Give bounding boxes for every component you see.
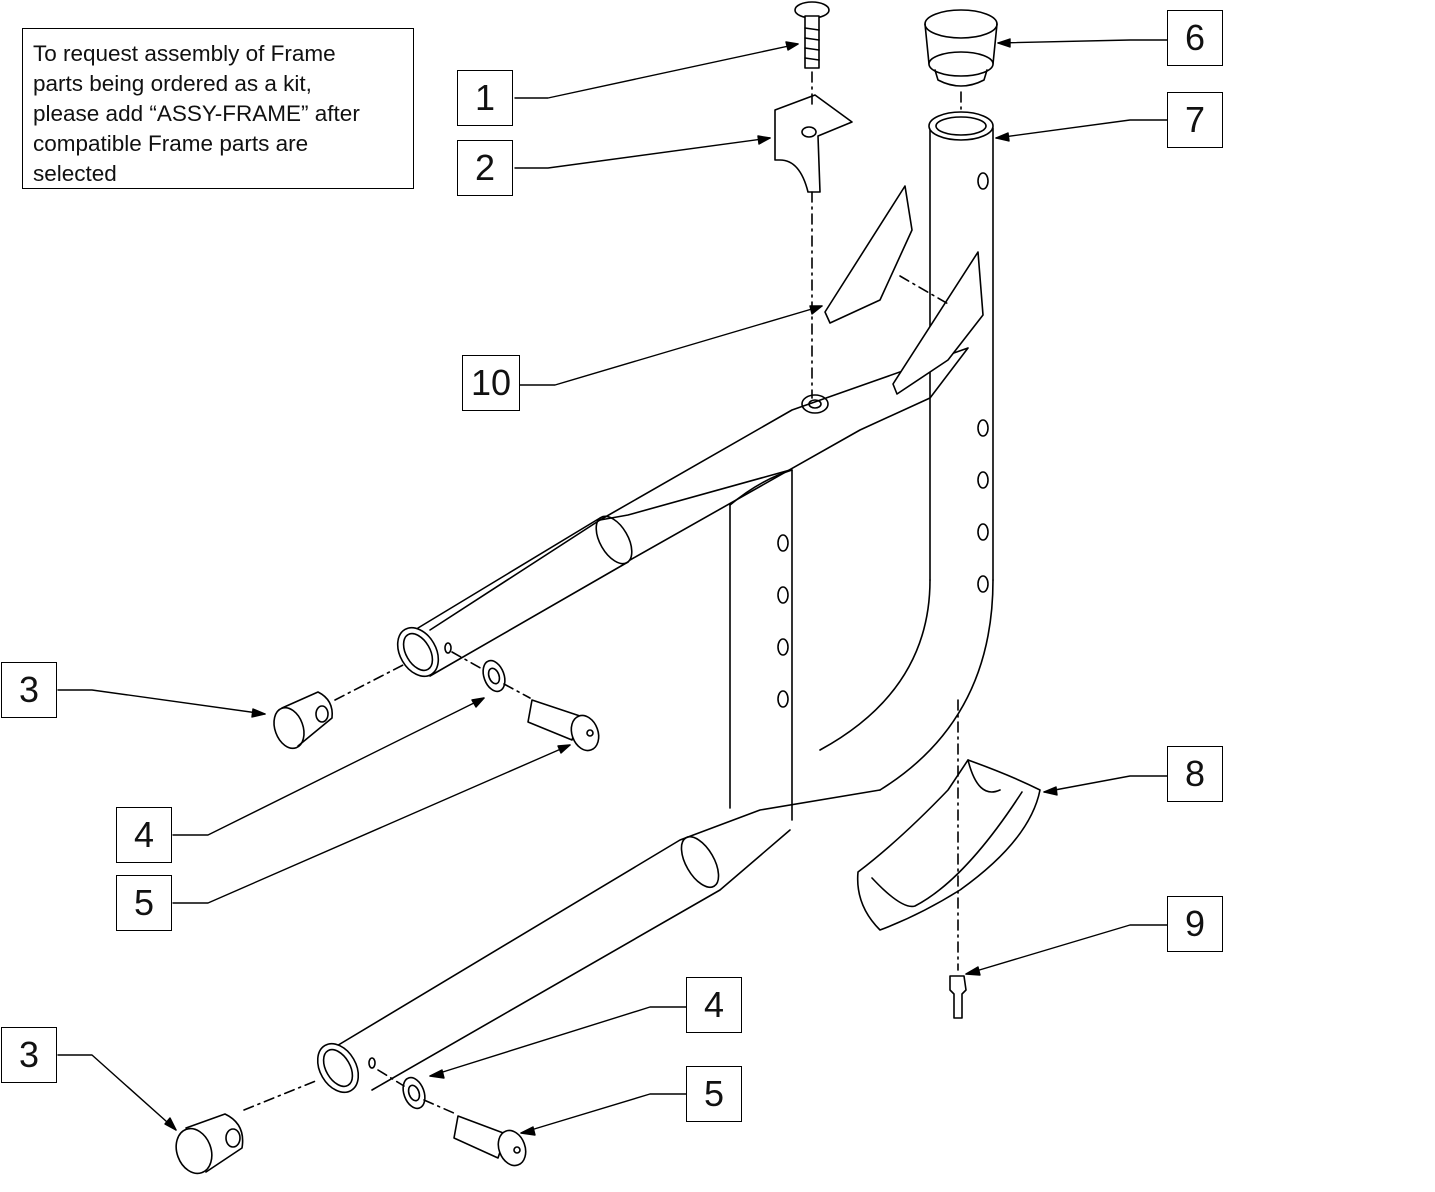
note-line: compatible Frame parts are [33, 131, 309, 156]
post-cap [924, 9, 998, 113]
note-line: parts being ordered as a kit, [33, 71, 312, 96]
leader-lines [57, 38, 1168, 1136]
note-line: To request assembly of Frame [33, 41, 336, 66]
callout-4: 4 [686, 977, 742, 1033]
pads [824, 185, 984, 395]
upper-tube [396, 347, 969, 678]
callout-4: 4 [116, 807, 172, 863]
callout-9: 9 [1167, 896, 1223, 952]
vertical-connector [729, 469, 793, 821]
note-line: selected [33, 161, 117, 186]
callout-6: 6 [1167, 10, 1223, 66]
callout-10: 10 [462, 355, 520, 411]
washers-and-bolts [377, 651, 600, 1167]
callout-1: 1 [457, 70, 513, 126]
frame-post [819, 111, 994, 791]
note-line: please add “ASSY-FRAME” after [33, 101, 360, 126]
callout-3: 3 [1, 662, 57, 718]
callout-5: 5 [686, 1066, 742, 1122]
callout-3: 3 [1, 1027, 57, 1083]
clamp-and-screw [774, 1, 853, 399]
callout-8: 8 [1167, 746, 1223, 802]
callout-7: 7 [1167, 92, 1223, 148]
callout-5: 5 [116, 875, 172, 931]
assembly-note: To request assembly of Frame parts being… [22, 28, 414, 189]
foot-support [856, 699, 1041, 1019]
lower-tube [316, 789, 881, 1094]
callout-2: 2 [457, 140, 513, 196]
end-caps [175, 663, 406, 1175]
